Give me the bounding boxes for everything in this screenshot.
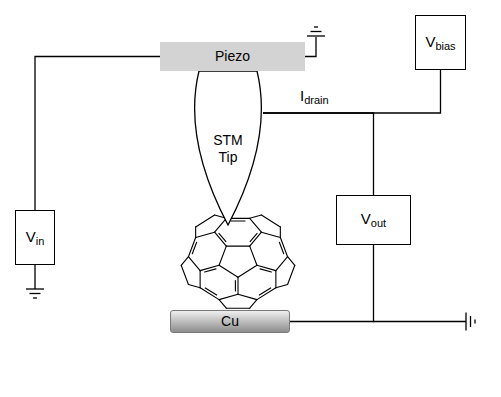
bond-line (280, 227, 281, 238)
wire (290, 245, 374, 322)
bond-line (250, 300, 257, 309)
bond-line (260, 269, 271, 272)
tip-outline (195, 71, 262, 225)
bond-line (276, 284, 288, 287)
bond-line (215, 218, 227, 232)
bond-line (195, 227, 196, 238)
bond-line (261, 215, 280, 227)
bond-line (200, 288, 219, 300)
current-label: Idrain (299, 87, 330, 108)
bond-line (250, 232, 262, 246)
bond-line (192, 242, 196, 254)
ground-symbol (307, 27, 325, 36)
bond-line (280, 238, 287, 257)
node-label: Vout (361, 210, 386, 230)
bond-line (205, 269, 216, 272)
stm-tip: STM Tip (191, 71, 265, 226)
bond-line (235, 281, 236, 291)
voltmeter-box: Vout (336, 195, 411, 245)
node-label: Cu (221, 313, 239, 329)
wire (263, 113, 374, 195)
wire (35, 57, 160, 211)
bond-line (237, 277, 238, 294)
bond-line (219, 233, 226, 241)
bond-line (288, 265, 295, 284)
bond-line (188, 284, 200, 287)
ground-wire (34, 265, 35, 289)
bond-line (200, 265, 219, 270)
ground-wire (374, 321, 467, 322)
bond-line (231, 220, 245, 221)
current-label: Idrain (300, 87, 329, 107)
ground-symbol (26, 289, 44, 298)
bond-line (219, 246, 226, 265)
bond-line (181, 257, 188, 266)
ground-wire (305, 37, 316, 57)
bond-line (250, 233, 257, 241)
bond-line (250, 246, 257, 265)
bond-line (219, 300, 226, 309)
node-label: Vin (26, 228, 45, 248)
bond-line (261, 232, 280, 237)
bond-line (188, 238, 195, 257)
c60-molecule (181, 215, 295, 308)
node-label: Piezo (215, 48, 250, 64)
bond-line (238, 265, 257, 277)
bond-line (205, 288, 216, 295)
bond-line (196, 215, 215, 227)
wire (263, 70, 441, 113)
node-label: Vbias (425, 33, 455, 53)
bond-line (275, 271, 276, 288)
voltage-source-box: Vin (15, 210, 55, 265)
bond-line (250, 218, 262, 232)
copper-substrate: Cu (170, 310, 290, 333)
bond-line (257, 265, 276, 270)
bond-line (219, 265, 238, 277)
piezo-block: Piezo (160, 42, 305, 71)
bond-line (279, 242, 283, 254)
bond-line (259, 288, 270, 295)
bond-line (238, 294, 257, 299)
bond-line (276, 257, 288, 271)
bond-line (250, 215, 262, 218)
bond-line (219, 294, 238, 299)
bond-line (188, 257, 200, 271)
voltage-source-box: Vbias (415, 15, 466, 70)
bond-line (257, 288, 276, 300)
bond-line (196, 232, 215, 237)
bond-line (288, 257, 295, 266)
bond-line (181, 265, 188, 284)
bond-line (226, 308, 249, 309)
ground-symbol (466, 313, 475, 331)
node-label: STM Tip (213, 132, 243, 164)
bond-line (226, 246, 249, 247)
bond-line (200, 271, 201, 288)
bond-line (215, 232, 227, 246)
